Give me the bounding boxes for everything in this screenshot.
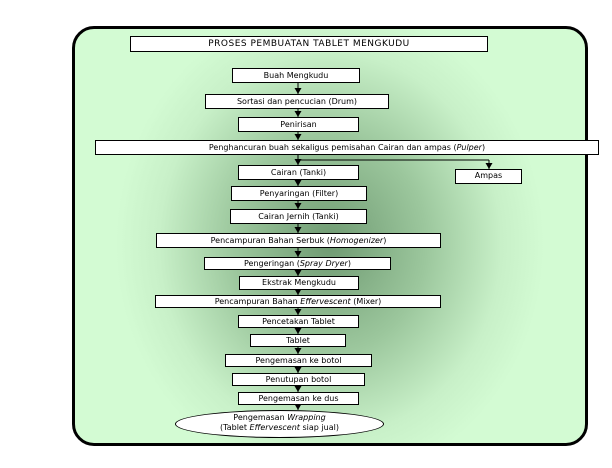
flow-arrowhead-1: [294, 88, 302, 94]
flow-step-15: Penutupan botol: [232, 373, 365, 386]
ampas-box: Ampas: [455, 169, 522, 184]
flow-arrowhead-7: [294, 227, 302, 233]
flow-arrowhead-5: [294, 180, 302, 186]
flow-step-12: Pencetakan Tablet: [238, 315, 359, 328]
branch-arrowhead-ampas: [485, 163, 493, 169]
flow-step-9: Pengeringan (Spray Dryer): [204, 257, 391, 270]
flow-step-2: Sortasi dan pencucian (Drum): [205, 94, 389, 109]
final-step-oval: Pengemasan Wrapping (Tablet Effervescent…: [175, 410, 384, 438]
flow-step-5: Cairan (Tanki): [238, 165, 359, 180]
flow-step-1: Buah Mengkudu: [232, 68, 360, 83]
flow-step-11: Pencampuran Bahan Effervescent (Mixer): [155, 295, 441, 308]
flow-arrowhead-11: [294, 309, 302, 315]
flow-arrowhead-13: [294, 348, 302, 354]
flow-arrowhead-2: [294, 111, 302, 117]
flow-step-7: Cairan Jernih (Tanki): [230, 209, 367, 224]
flow-step-3: Penirisan: [238, 117, 359, 132]
flow-step-6: Penyaringan (Filter): [231, 186, 367, 201]
flow-arrowhead-9: [294, 270, 302, 276]
flow-arrowhead-12: [294, 328, 302, 334]
flow-arrowhead-6: [294, 203, 302, 209]
flow-arrowhead-3: [294, 134, 302, 140]
flow-arrowhead-15: [294, 386, 302, 392]
flow-step-4: Penghancuran buah sekaligus pemisahan Ca…: [95, 140, 599, 155]
flow-step-13: Tablet: [250, 334, 346, 347]
final-step-line2: (Tablet Effervescent siap jual): [220, 423, 339, 432]
flow-step-8: Pencampuran Bahan Serbuk (Homogenizer): [156, 233, 441, 248]
final-step-line1: Pengemasan Wrapping: [233, 413, 326, 422]
diagram-title: PROSES PEMBUATAN TABLET MENGKUDU: [130, 36, 488, 52]
flow-arrowhead-10: [294, 289, 302, 295]
flow-arrowhead-8: [294, 251, 302, 257]
flow-arrowhead-14: [294, 367, 302, 373]
flow-arrowhead-16: [294, 404, 302, 410]
flow-step-14: Pengemasan ke botol: [225, 354, 372, 367]
